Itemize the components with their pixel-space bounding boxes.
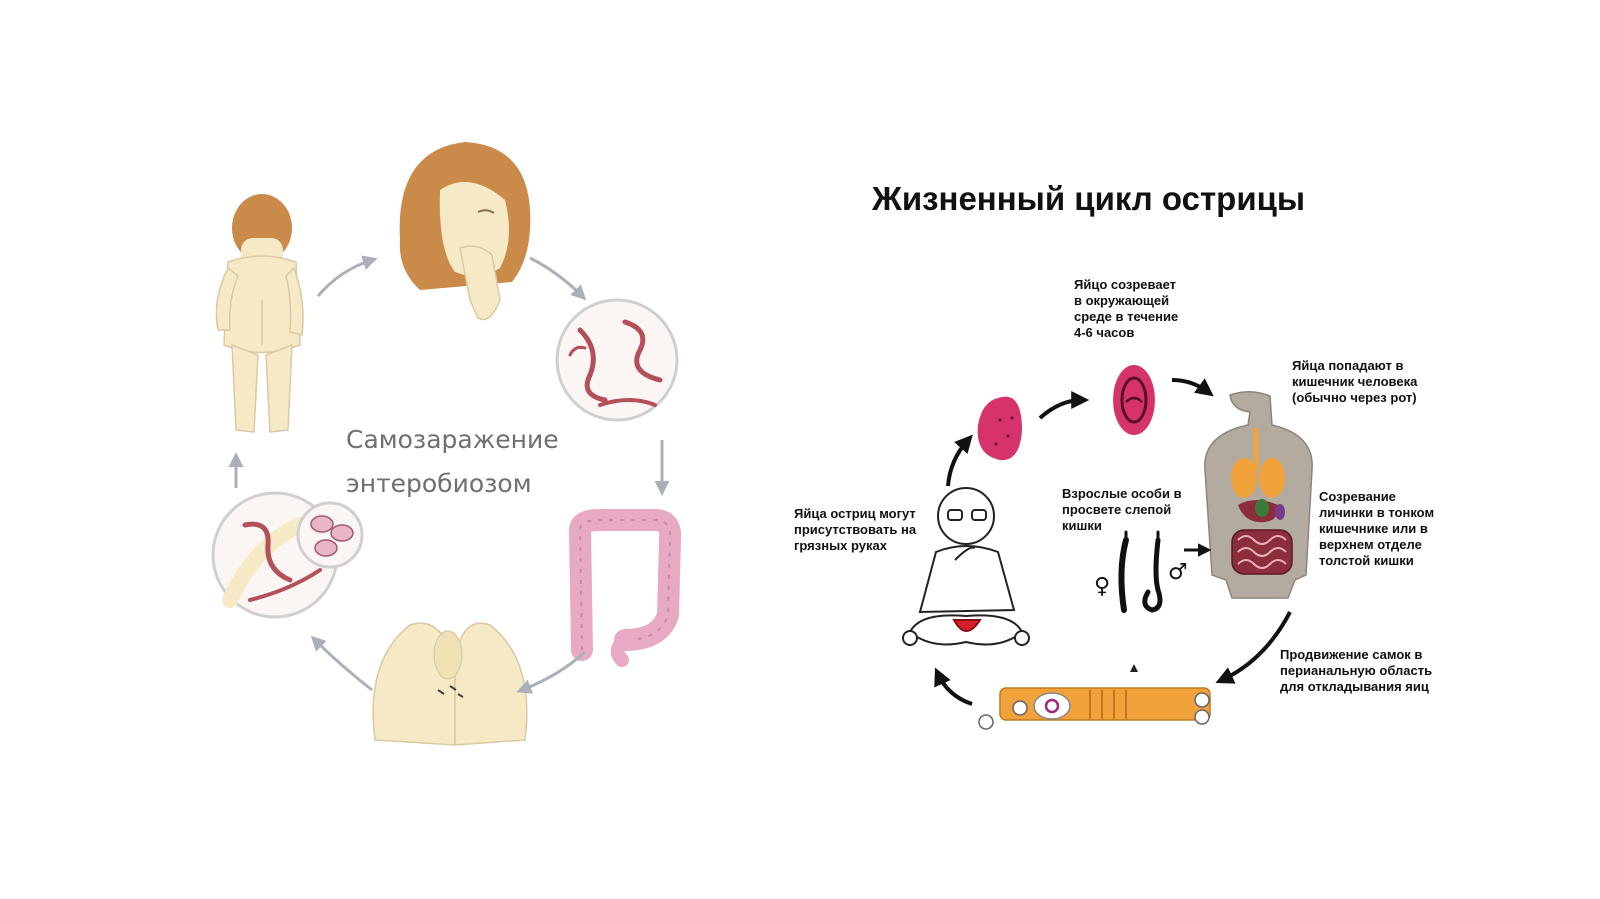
arrow-child-to-girl [316,255,378,297]
self-infection-diagram: Самозаражение энтеробиозом [0,0,760,899]
egg-illustration [977,396,1022,461]
caption-larva-maturation: Созревание личинки в тонком кишечнике ил… [1319,489,1435,568]
caption-eggs-enter-intestine: Яйца попадают в кишечник человека (обычн… [1292,358,1418,405]
self-infection-illustration [211,142,682,746]
sitting-child-illustration [902,487,1030,646]
arrow-body-to-lying [1215,611,1292,684]
child-back-figure [215,194,304,433]
human-torso-organs [1204,391,1313,599]
finger-worms-eggs-circle [211,491,364,619]
arrow-child-to-egg [946,434,973,487]
caption-adults-cecum: Взрослые особи в просвете слепой кишки [1062,486,1182,533]
male-symbol: ♂ [1168,560,1188,585]
colon-illustration [569,509,682,667]
female-symbol: ♀ [1094,574,1111,599]
pinworm-life-cycle-diagram: Жизненный цикл острицы Яйцо созревает в … [760,0,1600,899]
arrow-lying-to-child [934,667,973,706]
arrow-perianal-to-finger [310,635,373,692]
caption-eggs-on-hands: Яйца остриц могут присутствовать на гряз… [794,506,917,553]
lying-figure-illustration [978,664,1211,730]
arrow-colon-to-perianal [516,650,587,694]
worms-magnified-circle [555,298,679,422]
embryonated-egg-illustration [1113,365,1155,435]
perianal-area-illustration [372,622,528,746]
arrow-egg-to-embryonated [1038,391,1090,420]
caption-egg-matures: Яйцо созревает в окружающей среде в тече… [1074,277,1179,340]
caption-female-migration: Продвижение самок в перианальную область… [1280,647,1433,694]
pinworm-cycle-illustration [902,365,1313,730]
arrow-girl-to-worms [529,256,587,301]
cycle-arrows [934,378,1292,706]
cycle-arrows [228,255,670,694]
adult-worms-illustration [1118,530,1163,613]
girl-hand-to-mouth-figure [399,142,531,321]
diagram-title: Жизненный цикл острицы [872,180,1306,217]
arrow-embryonated-to-body [1171,378,1214,397]
self-infection-title: Самозаражение энтеробиозом [346,425,559,498]
